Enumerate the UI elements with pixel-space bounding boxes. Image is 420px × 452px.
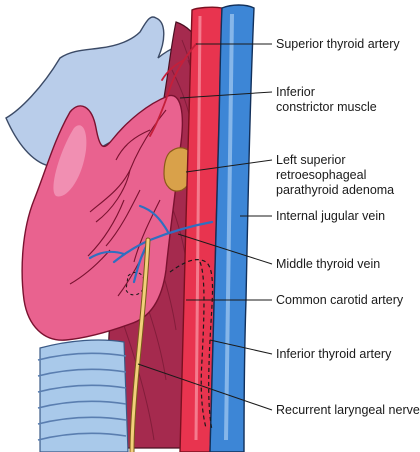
jugular-highlight xyxy=(224,13,234,441)
thyroid-highlight xyxy=(53,125,87,197)
label-inferior-constrictor-2: constrictor muscle xyxy=(276,100,377,114)
label-adenoma-3: parathyroid adenoma xyxy=(276,183,394,197)
label-internal-jugular-vein: Internal jugular vein xyxy=(276,209,385,223)
internal-jugular-vein-vessel xyxy=(209,4,255,452)
label-inferior-thyroid-artery: Inferior thyroid artery xyxy=(276,347,392,361)
label-inferior-constrictor-1: Inferior xyxy=(276,85,315,99)
label-adenoma-2: retroesophageal xyxy=(276,168,366,182)
trachea xyxy=(37,339,129,452)
label-common-carotid-artery: Common carotid artery xyxy=(276,293,404,307)
label-adenoma-1: Left superior xyxy=(276,153,345,167)
carotid-highlight xyxy=(194,15,202,441)
inferior-thyroid-artery-dashed-2 xyxy=(199,261,207,429)
superior-thyroid-artery-vessel xyxy=(149,43,197,137)
label-middle-thyroid-vein: Middle thyroid vein xyxy=(276,257,380,271)
leader-lines xyxy=(137,43,273,411)
recurrent-laryngeal-nerve-fill xyxy=(130,238,150,452)
label-recurrent-laryngeal-nerve: Recurrent laryngeal nerve xyxy=(276,403,420,417)
label-superior-thyroid-artery: Superior thyroid artery xyxy=(276,37,400,51)
